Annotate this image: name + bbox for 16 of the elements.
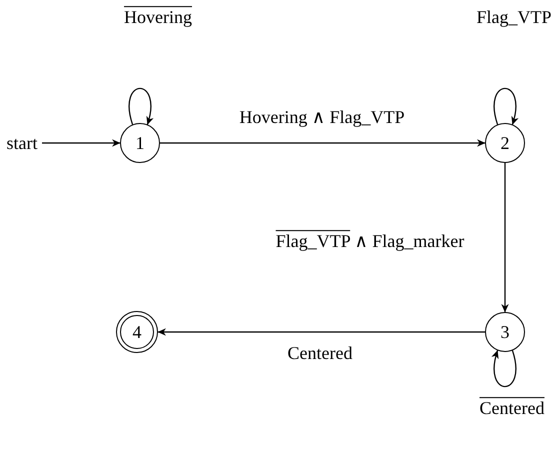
state-circle: 2	[485, 123, 525, 163]
accepting-state-circle: 4	[116, 311, 158, 353]
start-label: start	[2, 131, 42, 155]
edge-label: Flag_VTP ∧ Flag_marker	[274, 232, 466, 252]
arrow	[501, 163, 509, 312]
state-circle: 3	[485, 312, 525, 352]
edge-label: Hovering ∧ Flag_VTP	[237, 108, 407, 128]
self-loop-arrow	[494, 88, 518, 125]
edge-label: Flag_VTP	[474, 8, 554, 28]
self-loop-arrow	[128, 88, 154, 125]
self-loop-arrow	[492, 350, 516, 388]
arrow	[160, 139, 486, 147]
state-circle: 1	[120, 123, 160, 163]
arrow	[42, 139, 120, 147]
edge-label: Hovering	[122, 8, 194, 28]
arrow	[158, 328, 485, 336]
